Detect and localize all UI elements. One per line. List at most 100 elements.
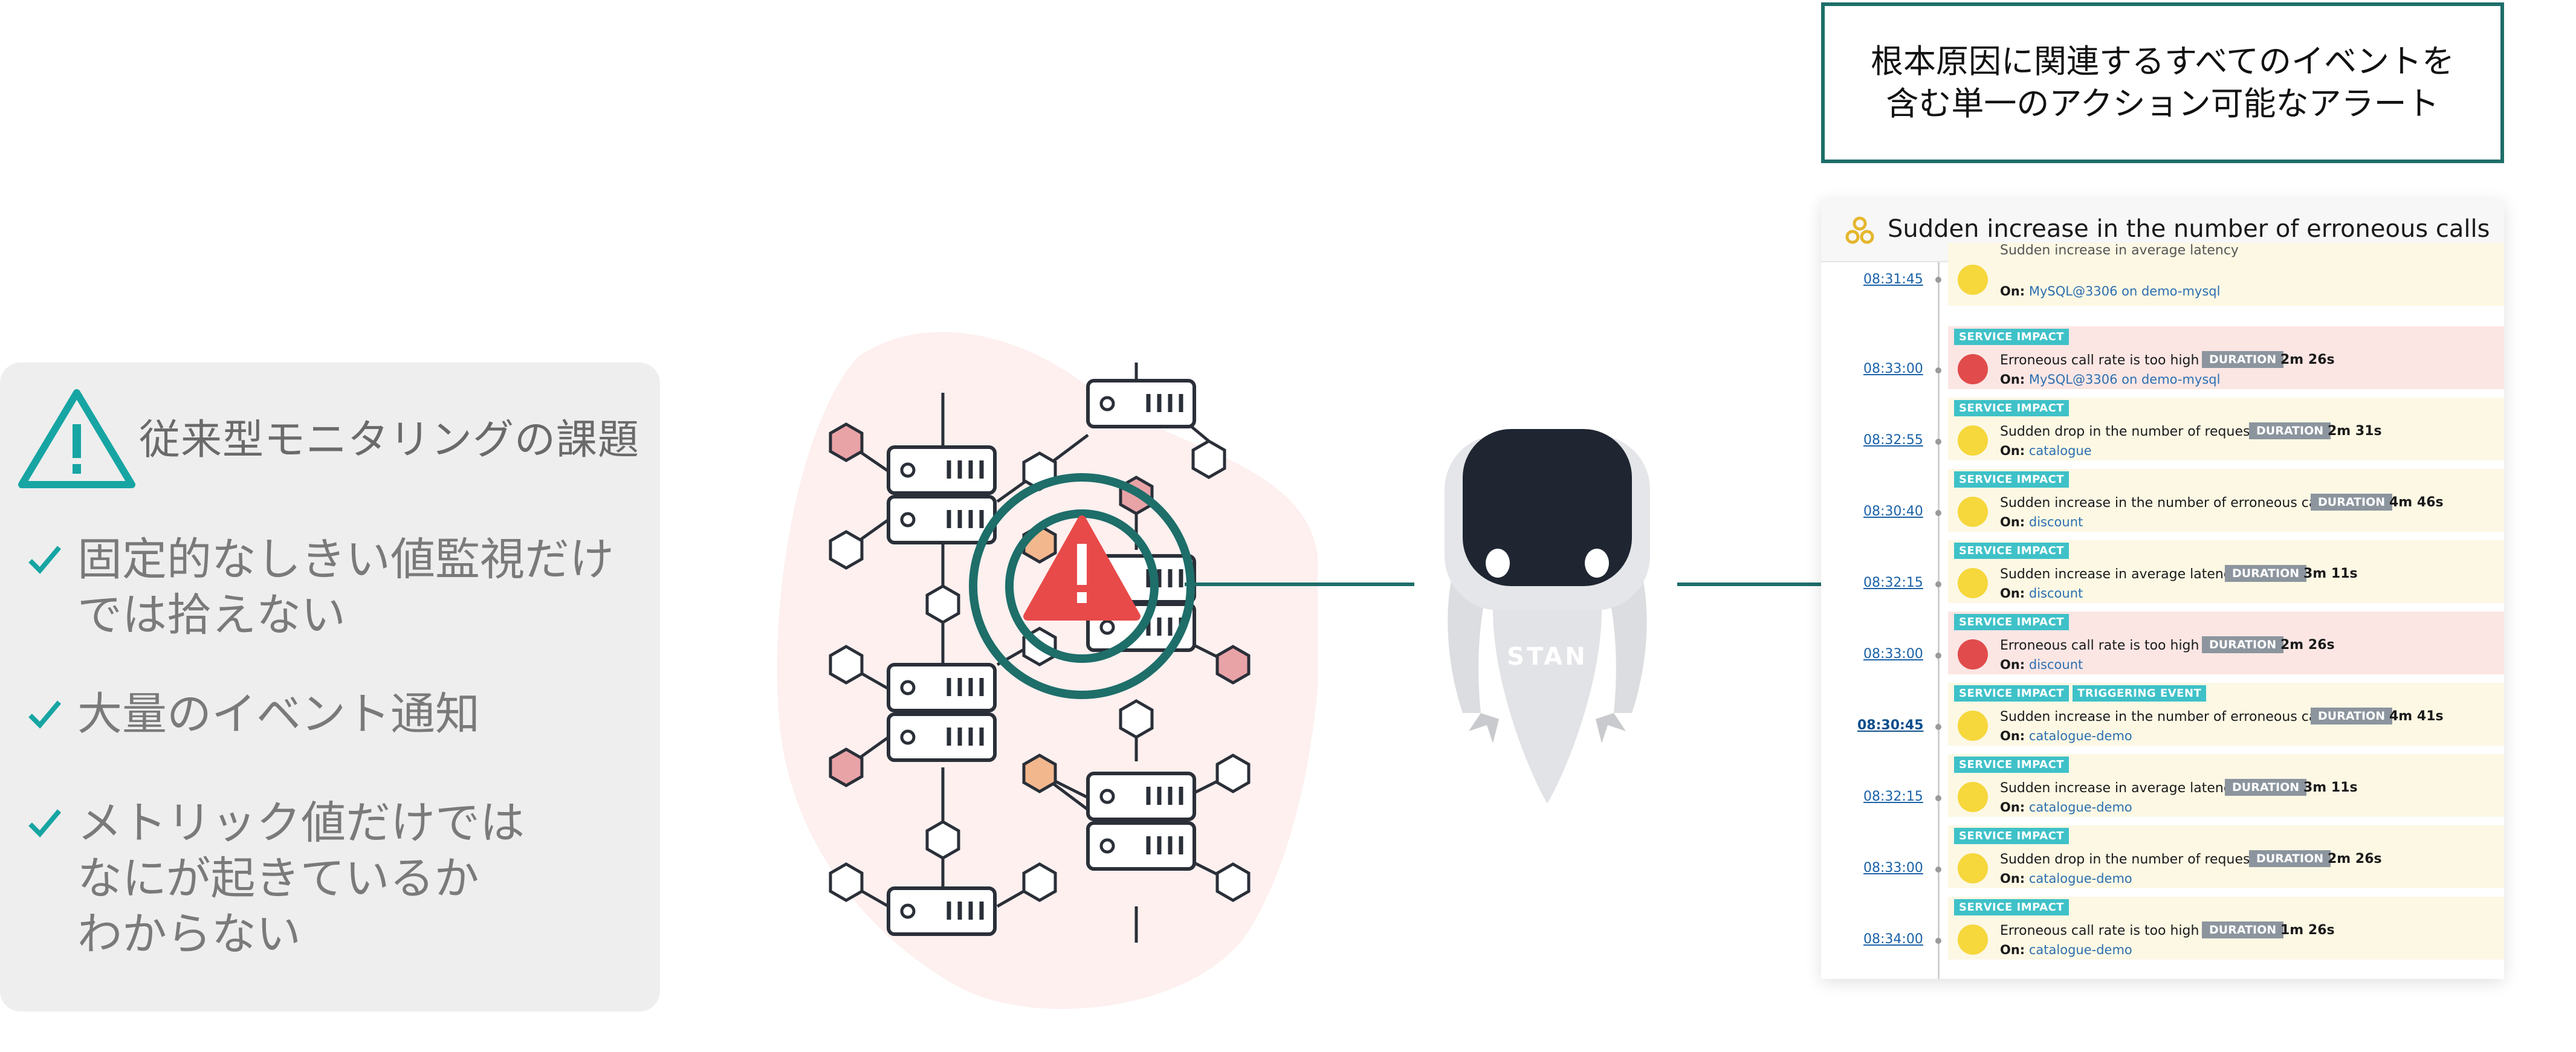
alert-title: Sudden increase in the number of erroneo… <box>1888 215 2490 243</box>
duration-badge: DURATION <box>2202 351 2284 368</box>
event-on: On: catalogue-demo <box>2000 871 2132 886</box>
service-impact-tag: SERVICE IMPACT <box>1954 329 2070 345</box>
duration-value: 4m 46s <box>2389 495 2444 510</box>
warning-severity-icon <box>1958 853 1988 883</box>
warning-severity-icon <box>1958 425 1988 456</box>
event-title: Erroneous call rate is too high <box>2000 638 2199 653</box>
challenge-text: メトリック値だけでは <box>77 797 525 849</box>
event-time[interactable]: 08:30:40 <box>1863 504 1923 519</box>
critical-severity-icon <box>1958 639 1988 670</box>
event-row[interactable]: SERVICE IMPACT 08:34:00 Erroneous call r… <box>1821 897 2504 968</box>
challenge-text: わからない <box>77 908 301 960</box>
event-title: Sudden drop in the number of requests <box>2000 852 2262 867</box>
event-on: On: MySQL@3306 on demo-mysql <box>2000 284 2221 298</box>
event-title: Erroneous call rate is too high <box>2000 923 2199 938</box>
event-row[interactable]: SERVICE IMPACT 08:30:40 Sudden increase … <box>1821 469 2504 540</box>
event-title: Sudden increase in average latency <box>2000 567 2239 582</box>
duration-badge: DURATION <box>2225 779 2307 796</box>
event-row[interactable]: SERVICE IMPACT 08:32:55 Sudden drop in t… <box>1821 398 2504 469</box>
warning-severity-icon <box>1958 568 1988 598</box>
callout-line-2: 含む単一のアクション可能なアラート <box>1886 85 2439 123</box>
event-title: Erroneous call rate is too high <box>2000 353 2199 368</box>
event-on: On: catalogue <box>2000 444 2092 458</box>
service-impact-tag: SERVICE IMPACT <box>1954 899 2070 915</box>
warning-severity-icon <box>1958 782 1988 812</box>
duration-value: 2m 31s <box>2328 424 2382 439</box>
event-time[interactable]: 08:32:55 <box>1863 433 1923 448</box>
event-time[interactable]: 08:33:00 <box>1863 647 1923 662</box>
duration-value: 3m 11s <box>2303 566 2358 581</box>
incident-icon <box>1845 216 1874 244</box>
warning-severity-icon <box>1958 925 1988 955</box>
challenge-text: 大量のイベント通知 <box>77 688 480 740</box>
service-impact-tag: SERVICE IMPACT <box>1954 757 2070 773</box>
challenge-text: なにが起きているか <box>77 853 479 905</box>
event-title: Sudden increase in the number of erroneo… <box>2000 709 2332 724</box>
duration-badge: DURATION <box>2311 708 2393 724</box>
event-on: On: MySQL@3306 on demo-mysql <box>2000 372 2221 387</box>
event-row[interactable]: SERVICE IMPACT 08:33:00 Erroneous call r… <box>1821 326 2504 398</box>
stan-robot-illustration: STAN <box>1445 429 1650 804</box>
event-title: Sudden increase in average latency <box>2000 243 2239 258</box>
event-time[interactable]: 08:32:15 <box>1863 789 1923 804</box>
callout-line-1: 根本原因に関連するすべてのイベントを <box>1870 42 2455 80</box>
duration-value: 1m 26s <box>2280 923 2335 938</box>
service-impact-tag: SERVICE IMPACT <box>1954 828 2070 844</box>
duration-value: 2m 26s <box>2328 851 2382 866</box>
critical-severity-icon <box>1958 354 1988 384</box>
event-row[interactable]: 08:31:45 Sudden increase in average late… <box>1821 243 2504 314</box>
service-impact-tag: SERVICE IMPACT <box>1954 614 2070 630</box>
alert-warning-icon <box>1023 515 1141 621</box>
event-on: On: discount <box>2000 586 2083 601</box>
duration-value: 2m 26s <box>2280 637 2335 653</box>
event-time[interactable]: 08:33:00 <box>1863 361 1923 376</box>
event-time[interactable]: 08:33:00 <box>1863 860 1923 876</box>
event-title: Sudden increase in the number of erroneo… <box>2000 495 2332 511</box>
duration-value: 2m 26s <box>2280 352 2335 367</box>
challenge-text: では拾えない <box>77 589 346 641</box>
duration-badge: DURATION <box>2311 494 2393 511</box>
service-impact-tag: SERVICE IMPACT <box>1954 685 2070 702</box>
event-row[interactable]: SERVICE IMPACT 08:33:00 Erroneous call r… <box>1821 612 2504 683</box>
challenge-item-3: メトリック値だけでは なにが起きているか わからない <box>24 795 525 962</box>
duration-value: 4m 41s <box>2389 709 2444 724</box>
event-on: On: catalogue-demo <box>2000 943 2132 957</box>
challenges-panel: 従来型モニタリングの課題 固定的なしきい値監視だけ では拾えない 大量のイベント… <box>0 363 660 1012</box>
alert-card[interactable]: Sudden increase in the number of erroneo… <box>1821 199 2504 979</box>
check-icon <box>28 809 62 837</box>
event-time[interactable]: 08:34:00 <box>1863 932 1923 947</box>
robot-label: STAN <box>1507 643 1587 671</box>
event-on: On: discount <box>2000 515 2083 529</box>
challenge-item-2: 大量のイベント通知 <box>24 686 480 742</box>
warning-triangle-icon <box>18 389 135 488</box>
service-impact-tag: SERVICE IMPACT <box>1954 400 2070 416</box>
server-stack <box>887 379 1196 936</box>
service-impact-tag: SERVICE IMPACT <box>1954 471 2070 488</box>
timeline-line <box>1938 262 1940 979</box>
event-title: Sudden increase in average latency <box>2000 781 2239 796</box>
duration-badge: DURATION <box>2249 422 2331 439</box>
challenge-text: 固定的なしきい値監視だけ <box>77 534 614 586</box>
event-time[interactable]: 08:30:45 <box>1857 718 1924 733</box>
event-row[interactable]: SERVICE IMPACT 08:33:00 Sudden drop in t… <box>1821 825 2504 897</box>
connector-network-robot <box>1185 582 1414 586</box>
duration-badge: DURATION <box>2225 565 2307 582</box>
callout-box: 根本原因に関連するすべてのイベントを 含む単一のアクション可能なアラート <box>1821 2 2504 163</box>
event-on: On: catalogue-demo <box>2000 800 2132 815</box>
warning-severity-icon <box>1958 265 1988 295</box>
event-row[interactable]: SERVICE IMPACT 08:32:15 Sudden increase … <box>1821 754 2504 825</box>
event-row[interactable]: SERVICE IMPACT 08:32:15 Sudden increase … <box>1821 540 2504 612</box>
service-impact-tag: SERVICE IMPACT <box>1954 543 2070 559</box>
challenge-item-1: 固定的なしきい値監視だけ では拾えない <box>24 532 614 643</box>
check-icon <box>28 546 62 574</box>
warning-severity-icon <box>1958 497 1988 527</box>
duration-value: 3m 11s <box>2303 780 2358 795</box>
event-time[interactable]: 08:31:45 <box>1863 272 1923 287</box>
event-time[interactable]: 08:32:15 <box>1863 575 1923 590</box>
event-row-triggering[interactable]: SERVICE IMPACT TRIGGERING EVENT 08:30:45… <box>1821 683 2504 754</box>
duration-badge: DURATION <box>2202 921 2284 938</box>
check-icon <box>28 700 62 729</box>
event-on: On: discount <box>2000 657 2083 672</box>
alert-target-rings <box>969 473 1195 699</box>
